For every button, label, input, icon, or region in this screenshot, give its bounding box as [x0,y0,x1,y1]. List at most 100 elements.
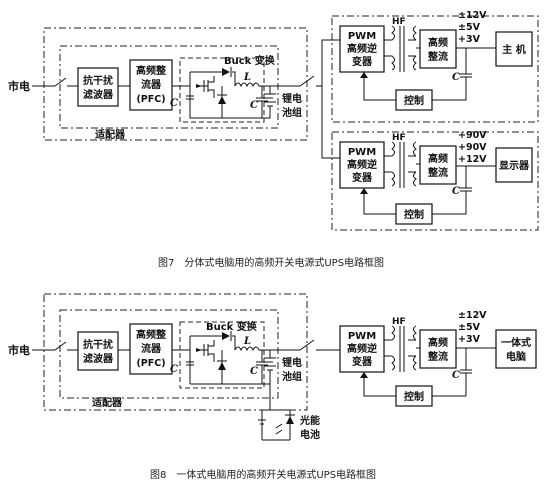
buck-label: Buck 变换 [224,54,276,67]
adapter-outer-frame [43,27,308,141]
mosfet-icon [198,340,215,362]
figure-8-caption: 图8 一体式电脑用的高频开关电源式UPS电路框图 [150,468,376,481]
svg-text:(PFC): (PFC) [136,94,165,105]
svg-text:+12V: +12V [458,154,487,165]
rectifier-block [419,329,457,369]
mosfet-icon [198,76,215,98]
svg-text:变器: 变器 [352,355,373,368]
all-in-one-pc-block [495,329,537,369]
adapter-label: 适配器 [95,128,126,141]
host-load-block [495,31,533,67]
solar-cell-icon [286,416,294,424]
svg-text:(PFC): (PFC) [136,358,165,369]
svg-text:C: C [452,370,460,381]
svg-text:+3V: +3V [458,334,481,345]
svg-text:高频: 高频 [428,152,448,165]
svg-text:±5V: ±5V [458,22,481,33]
svg-text:滤波器: 滤波器 [83,352,114,365]
buck-frame [179,57,265,123]
hf-transformer-icon [384,141,416,188]
buck-frame [179,321,265,389]
distribution-bus [316,39,340,159]
figure-7-caption: 图7 分体式电脑用的高频开关电源式UPS电路框图 [158,256,384,269]
svg-text:C: C [452,186,460,197]
svg-text:池组: 池组 [282,106,302,119]
svg-text:变器: 变器 [352,171,373,184]
svg-text:C: C [170,364,178,375]
svg-text:显示器: 显示器 [499,160,530,172]
svg-text:PWM: PWM [348,331,376,342]
svg-text:±12V: ±12V [458,10,487,21]
display-load-block [495,147,533,183]
svg-text:主 机: 主 机 [502,43,525,56]
emi-filter-block [77,67,119,107]
diode-icon [222,332,230,340]
svg-text:高频: 高频 [428,36,448,49]
svg-text:HF: HF [392,317,406,327]
figure-8: 市电 抗干扰 滤波器 高频整 流器 (PFC) Buck 变换 C L C 锂电… [8,293,537,441]
svg-text:C: C [170,98,178,109]
pwm-inverter-block [339,325,385,373]
svg-text:光能: 光能 [299,414,320,427]
inductor-icon [234,346,270,352]
svg-text:高频逆: 高频逆 [347,158,377,171]
svg-text:高频逆: 高频逆 [347,342,377,355]
host-rectifier-block [419,29,457,69]
svg-text:C: C [452,72,460,83]
svg-text:一体式: 一体式 [501,336,531,349]
emi-filter-block [77,331,119,371]
hf-transformer-icon [384,25,416,72]
svg-text:高频整: 高频整 [136,328,166,341]
hf-transformer-icon [384,325,416,372]
figure-7: 市电 抗干扰 滤波器 高频整 流器 (PFC) Buck 变换 C L [8,10,539,231]
battery-icon [262,350,276,385]
adapter-inner-frame [59,309,279,399]
host-power-frame [331,15,539,123]
svg-text:控制: 控制 [404,208,424,221]
svg-text:C: C [250,366,258,377]
display-rectifier-block [419,145,457,185]
svg-text:电脑: 电脑 [506,350,526,363]
svg-text:池组: 池组 [282,370,302,383]
svg-text:流器: 流器 [141,78,162,91]
svg-text:整流: 整流 [427,350,448,363]
mains-label: 市电 [8,79,30,93]
svg-text:PWM: PWM [348,147,376,158]
adapter-outer-frame [43,293,308,411]
svg-text:高频逆: 高频逆 [347,42,377,55]
svg-text:整流: 整流 [427,166,448,179]
pfc-block [129,323,173,375]
adapter-inner-frame [59,45,279,129]
svg-text:抗干扰: 抗干扰 [83,338,113,351]
mains-wire [32,77,67,87]
adapter-label: 适配器 [92,396,123,409]
battery-icon [262,86,276,119]
svg-text:HF: HF [392,133,406,143]
svg-text:L: L [243,72,251,83]
svg-text:控制: 控制 [404,390,424,403]
svg-text:高频: 高频 [428,336,448,349]
mains-label: 市电 [8,343,30,357]
svg-text:抗干扰: 抗干扰 [83,74,113,87]
host-pwm-block [339,25,385,73]
svg-text:滤波器: 滤波器 [83,88,114,101]
svg-text:C: C [250,100,258,111]
svg-text:锂电: 锂电 [282,92,302,105]
svg-text:HF: HF [392,17,406,27]
buck-label: Buck 变换 [206,320,258,333]
svg-text:流器: 流器 [141,342,162,355]
svg-text:+90V: +90V [458,142,487,153]
pfc-block [129,59,173,111]
inductor-icon [234,82,270,88]
svg-text:±5V: ±5V [458,322,481,333]
svg-text:控制: 控制 [404,94,424,107]
display-pwm-block [339,141,385,189]
diode-icon [222,68,230,76]
svg-text:L: L [243,336,251,347]
svg-text:变器: 变器 [352,55,373,68]
svg-text:+3V: +3V [458,34,481,45]
svg-text:PWM: PWM [348,31,376,42]
svg-text:高频整: 高频整 [136,64,166,77]
display-power-frame [331,131,539,231]
